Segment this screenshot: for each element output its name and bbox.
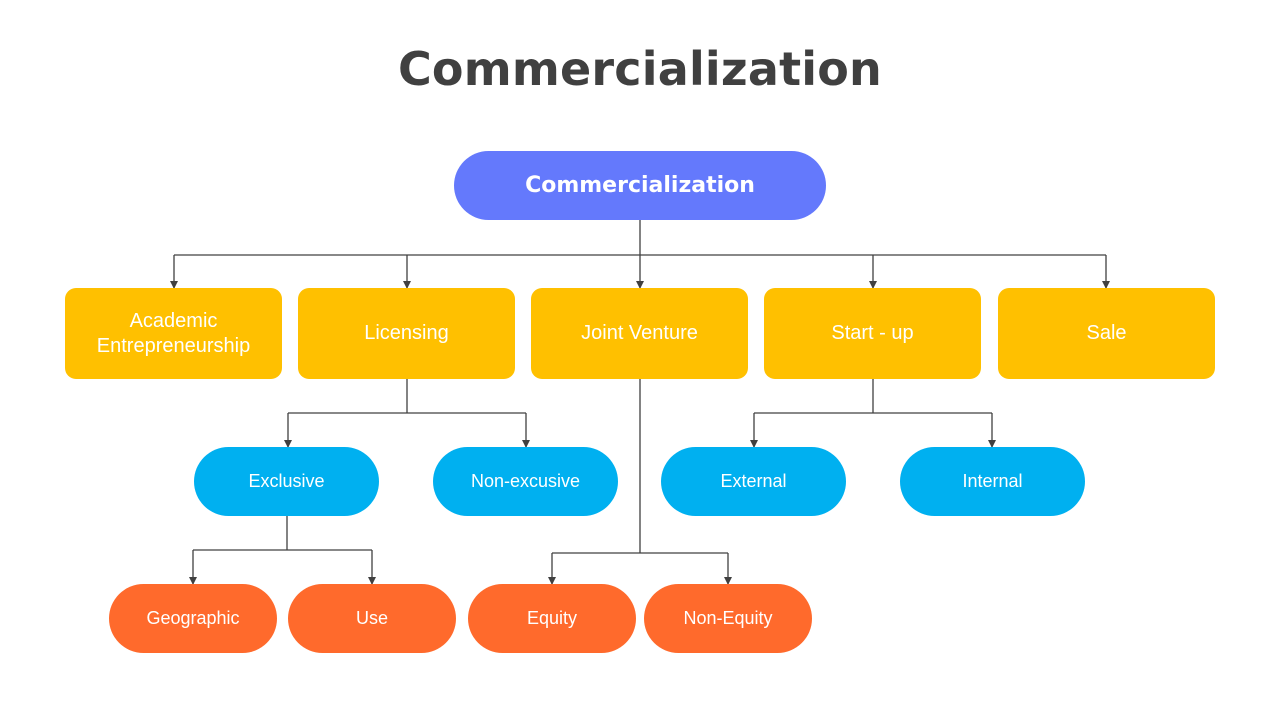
category-node-academic-entrepreneurship: Academic Entrepreneurship [65, 288, 282, 379]
category-node-licensing: Licensing [298, 288, 515, 379]
leaf-node-use: Use [288, 584, 456, 653]
subtype-node-exclusive: Exclusive [194, 447, 379, 516]
leaf-node-label: Non-Equity [683, 608, 773, 629]
leaf-node-label: Equity [526, 608, 578, 629]
subtype-node-internal: Internal [900, 447, 1085, 516]
root-node-label: Commercialization [525, 172, 755, 198]
page-title: Commercialization [397, 42, 883, 96]
category-node-joint-venture: Joint Venture [531, 288, 748, 379]
category-node-label: Licensing [364, 322, 449, 344]
subtype-node-label: External [720, 471, 787, 492]
leaf-node-label: Geographic [146, 608, 240, 629]
leaf-node-geographic: Geographic [109, 584, 277, 653]
subtype-node-label: Exclusive [248, 471, 325, 492]
category-node-label: Academic Entrepreneurship [96, 309, 251, 357]
leaf-node-label: Use [355, 608, 388, 629]
subtype-node-label: Internal [962, 471, 1023, 492]
subtype-node-label: Non-excusive [470, 471, 581, 492]
category-node-label: Joint Venture [581, 322, 698, 344]
category-node-start-up: Start - up [764, 288, 981, 379]
leaf-node-equity: Equity [468, 584, 636, 653]
subtype-node-external: External [661, 447, 846, 516]
category-node-label: Sale [1086, 322, 1127, 344]
subtype-node-non-exclusive: Non-excusive [433, 447, 618, 516]
root-node-commercialization: Commercialization [454, 151, 826, 220]
leaf-node-non-equity: Non-Equity [644, 584, 812, 653]
category-node-sale: Sale [998, 288, 1215, 379]
category-node-label: Start - up [831, 322, 914, 344]
